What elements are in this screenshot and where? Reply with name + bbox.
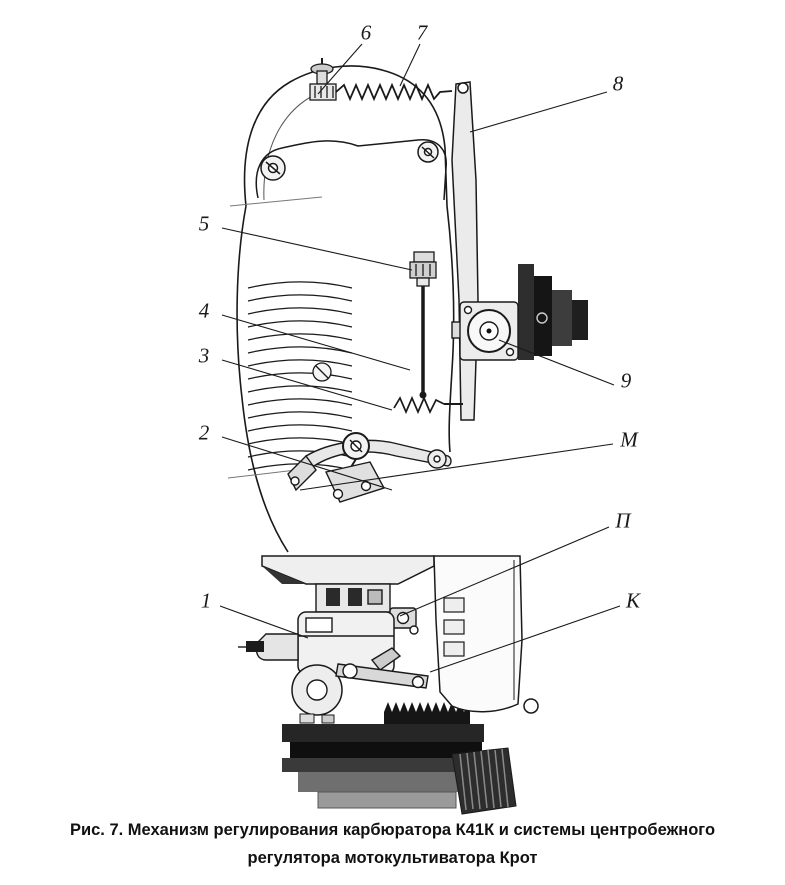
callout-7: 7 <box>416 20 428 45</box>
callout-m: М <box>620 427 638 452</box>
leader-line-3 <box>221 359 393 411</box>
leader-line-5 <box>221 227 413 271</box>
governor-spring-part7 <box>335 82 453 102</box>
callout-9: 9 <box>620 368 632 393</box>
leader-line-6 <box>317 43 363 95</box>
intake-funnel <box>261 555 435 585</box>
callout-k: К <box>626 588 640 613</box>
technical-drawing <box>219 43 621 815</box>
leader-line-k <box>429 605 621 673</box>
throttle-lever-part2 <box>287 432 452 503</box>
leader-line-4 <box>221 314 411 371</box>
callout-p: П <box>615 508 631 533</box>
hatched-block <box>451 747 517 815</box>
cylinder-body <box>236 205 455 553</box>
callout-2: 2 <box>198 420 210 445</box>
figure-7: 6 7 8 5 4 3 2 9 М П К 1 <box>198 20 640 815</box>
callout-6: 6 <box>360 20 372 45</box>
callout-8: 8 <box>612 71 624 96</box>
serrated-strip <box>384 702 470 724</box>
callout-5: 5 <box>198 211 210 236</box>
callout-4: 4 <box>198 298 210 323</box>
callout-1: 1 <box>200 588 212 613</box>
pivot-bracket-part9 <box>451 264 588 361</box>
needle-nut-part5 <box>409 251 437 287</box>
mounting-flange <box>255 139 447 201</box>
leader-line-m <box>299 443 614 491</box>
leader-line-1 <box>219 605 309 639</box>
leader-line-8 <box>469 91 608 133</box>
small-spring-part3 <box>393 395 463 415</box>
control-lever-k <box>335 647 429 689</box>
callout-3: 3 <box>198 343 210 368</box>
leader-lines <box>219 43 621 673</box>
leader-line-p <box>399 526 610 617</box>
governor-lever-part8 <box>451 81 479 421</box>
leader-line-9 <box>498 339 615 386</box>
crankcase-panel <box>433 555 539 714</box>
caption-line-2: регулятора мотокультиватора Крот <box>247 849 538 867</box>
base-slabs <box>282 713 488 809</box>
adjusting-screw-part6 <box>309 58 337 101</box>
leader-line-7 <box>399 43 421 87</box>
caption-line-1: Рис. 7. Механизм регулирования карбюрато… <box>69 821 716 839</box>
control-rod-part4 <box>419 286 427 399</box>
figure-caption: Рис. 7. Механизм регулирования карбюрато… <box>0 816 785 872</box>
body-screw <box>312 362 332 382</box>
